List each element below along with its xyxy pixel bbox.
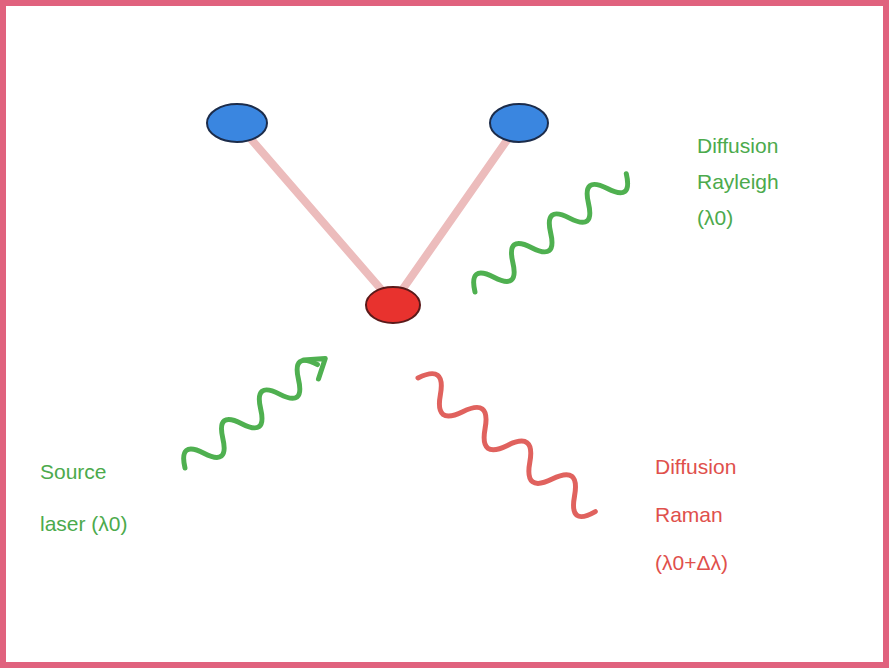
laser-wave <box>177 348 333 478</box>
raman-wave <box>410 367 604 523</box>
laser-label: Source laser (λ0) <box>40 446 152 550</box>
frame-border <box>3 3 886 665</box>
atom-circle <box>490 104 548 142</box>
rayleigh-wave <box>467 164 634 303</box>
raman-label: Diffusion Raman (λ0+Δλ) <box>655 443 736 587</box>
atom-circle <box>207 104 267 142</box>
bond-line <box>237 123 393 303</box>
atom-circle <box>366 287 420 323</box>
rayleigh-label: Diffusion Rayleigh (λ0) <box>697 128 779 236</box>
bond-line <box>393 123 519 303</box>
